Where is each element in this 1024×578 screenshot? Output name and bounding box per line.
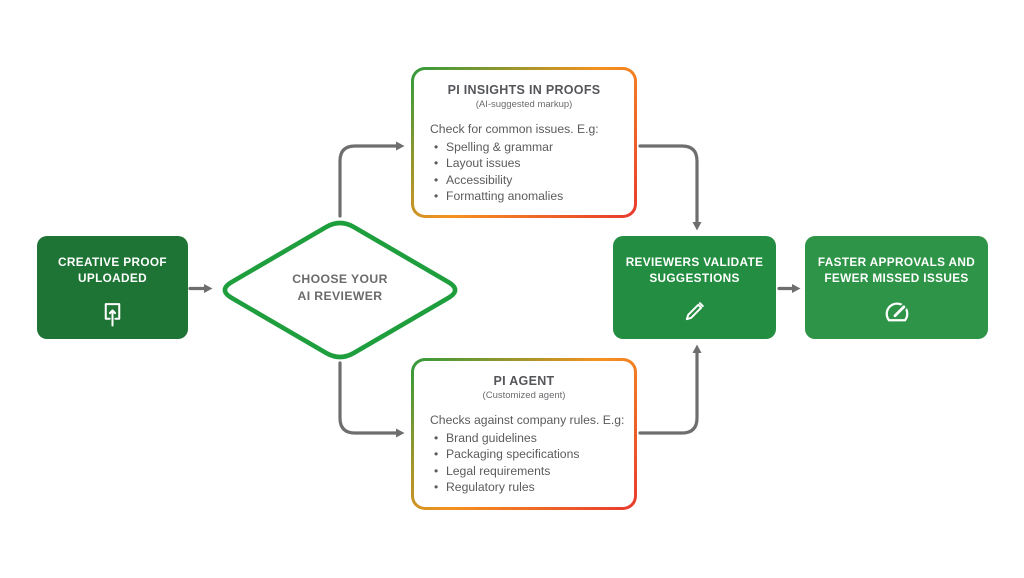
- flow-arrows: [188, 141, 801, 438]
- list-item: Formatting anomalies: [434, 188, 634, 205]
- list-item: Layout issues: [434, 155, 634, 172]
- node-pi-insights-in-proofs: PI INSIGHTS IN PROOFS (AI-suggested mark…: [411, 67, 637, 218]
- node-label: REVIEWERS VALIDATE SUGGESTIONS: [625, 255, 764, 285]
- insights-bullet-list: Spelling & grammar Layout issues Accessi…: [434, 139, 634, 205]
- agent-bullet-list: Brand guidelines Packaging specification…: [434, 430, 634, 496]
- gauge-icon: [882, 297, 912, 327]
- arrow-insights-to-validate: [638, 144, 702, 231]
- arrow-decision-to-agent: [338, 361, 405, 438]
- node-faster-approvals: FASTER APPROVALS AND FEWER MISSED ISSUES: [805, 236, 988, 339]
- node-subtitle: (Customized agent): [482, 390, 566, 401]
- arrow-agent-to-validate: [638, 344, 702, 435]
- node-creative-proof-uploaded: CREATIVE PROOF UPLOADED: [37, 236, 188, 339]
- node-label: FASTER APPROVALS AND FEWER MISSED ISSUES: [817, 255, 976, 285]
- node-intro: Check for common issues. E.g:: [430, 122, 599, 136]
- list-item: Spelling & grammar: [434, 139, 634, 156]
- node-choose-ai-reviewer: CHOOSE YOUR AI REVIEWER: [292, 272, 388, 303]
- list-item: Legal requirements: [434, 463, 634, 480]
- arrow-decision-to-insights: [338, 141, 405, 218]
- node-title: PI AGENT: [493, 374, 555, 388]
- node-pi-agent: PI AGENT (Customized agent) Checks again…: [411, 358, 637, 510]
- list-item: Accessibility: [434, 172, 634, 189]
- pencil-icon: [681, 297, 709, 325]
- node-title: PI INSIGHTS IN PROOFS: [447, 83, 601, 97]
- node-intro: Checks against company rules. E.g:: [430, 413, 625, 427]
- node-label: CREATIVE PROOF UPLOADED: [58, 255, 167, 285]
- list-item: Brand guidelines: [434, 430, 634, 447]
- list-item: Regulatory rules: [434, 479, 634, 496]
- decision-diamond-shape: [222, 220, 458, 360]
- node-reviewers-validate: REVIEWERS VALIDATE SUGGESTIONS: [613, 236, 776, 339]
- list-item: Packaging specifications: [434, 446, 634, 463]
- upload-icon: [99, 297, 126, 327]
- node-subtitle: (AI-suggested markup): [475, 99, 573, 110]
